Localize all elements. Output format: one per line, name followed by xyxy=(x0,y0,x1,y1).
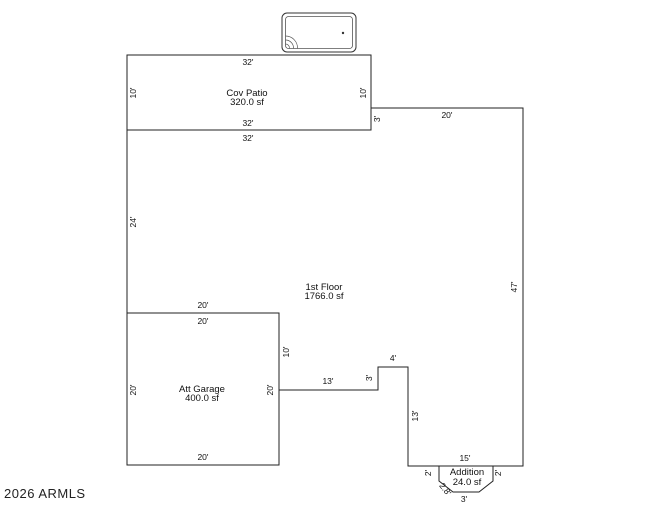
dim-garage-top-outer: 20' xyxy=(197,300,208,310)
pool xyxy=(281,12,357,53)
dim-floor-13h: 13' xyxy=(322,376,333,386)
pool-inner xyxy=(285,16,353,49)
dim-floor-left: 24' xyxy=(128,216,138,227)
dim-bump-4: 4' xyxy=(390,353,397,363)
dim-patio-top: 32' xyxy=(242,57,253,67)
dim-garage-left: 20' xyxy=(128,384,138,395)
dim-add-diag: 2.8' xyxy=(437,481,453,498)
dim-step-3a: 3' xyxy=(372,115,382,122)
floor-area: 1766.0 sf xyxy=(304,291,343,302)
garage-area: 400.0 sf xyxy=(185,393,219,404)
dim-garage-bottom: 20' xyxy=(197,452,208,462)
dim-garage-right: 20' xyxy=(265,384,275,395)
dim-garage-top-inner: 20' xyxy=(197,316,208,326)
addition-outline xyxy=(438,466,494,493)
addition-name: Addition xyxy=(450,467,484,478)
dim-floor-13v: 13' xyxy=(410,410,420,421)
patio-name: Cov Patio xyxy=(226,88,267,99)
dim-floor-notch-10: 10' xyxy=(281,346,291,357)
patio-area: 320.0 sf xyxy=(230,97,264,108)
pool-outer xyxy=(281,12,357,53)
dim-step-3b: 3' xyxy=(364,374,374,381)
dim-add-left: 2' xyxy=(423,469,433,476)
dim-floor-top-right: 20' xyxy=(441,110,452,120)
dim-patio-right: 10' xyxy=(358,87,368,98)
copyright-text: 2026 ARMLS xyxy=(4,486,86,501)
pool-steps xyxy=(285,35,298,49)
dim-patio-left: 10' xyxy=(128,87,138,98)
addition-area: 24.0 sf xyxy=(453,477,482,488)
garage-outline xyxy=(126,312,280,466)
dim-floor-right: 47' xyxy=(509,281,519,292)
dim-add-right: 2' xyxy=(493,469,503,476)
dim-add-bottom: 3' xyxy=(461,494,468,504)
dim-patio-bottom: 32' xyxy=(242,118,253,128)
garage-name: Att Garage xyxy=(179,384,225,395)
dim-floor-15: 15' xyxy=(459,453,470,463)
floor-name: 1st Floor xyxy=(306,282,343,293)
dim-floor-top-left: 32' xyxy=(242,133,253,143)
pool-light xyxy=(341,31,345,35)
